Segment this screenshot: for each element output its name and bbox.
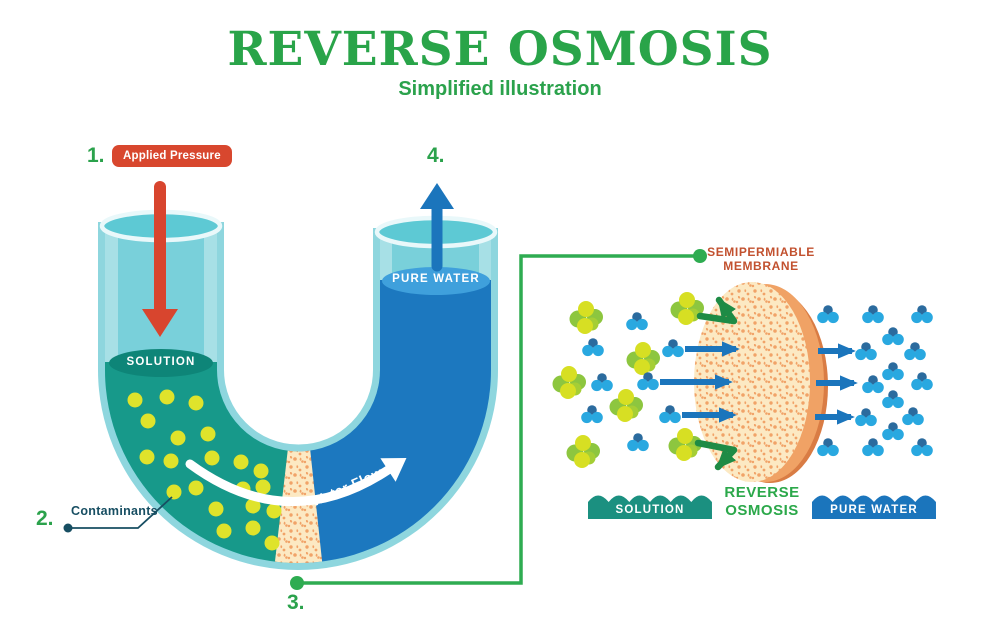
solute-molecule (569, 301, 603, 334)
solute-bounce-arrows (694, 296, 738, 471)
water-molecule (855, 342, 877, 361)
pure-water-banner (812, 495, 936, 519)
water-molecule (882, 327, 904, 346)
water-molecule (911, 305, 933, 324)
water-molecule (862, 305, 884, 324)
reverse-osmosis-line1: REVERSE (724, 484, 800, 501)
solute-molecule (626, 342, 660, 375)
tube-wall-highlight (105, 224, 118, 364)
membrane-panel (552, 282, 936, 519)
water-molecule (855, 408, 877, 427)
solution-surface (109, 349, 213, 377)
step3-connector (290, 249, 707, 590)
tube-wall-highlight (380, 230, 392, 282)
semipermeable-membrane-label: SEMIPERMIABLE MEMBRANE (707, 245, 815, 273)
water-molecule (626, 312, 648, 331)
water-molecule (882, 390, 904, 409)
semipermeable-membrane-disc (694, 282, 828, 483)
water-molecule (902, 407, 924, 426)
water-molecule (582, 338, 604, 357)
applied-pressure-arrow (142, 181, 178, 337)
water-pass-arrows (660, 341, 858, 425)
water-molecule (911, 438, 933, 457)
water-molecule (911, 372, 933, 391)
contaminants-leader (63, 496, 173, 533)
step-4-label: 4. (427, 144, 445, 167)
water-molecule (662, 339, 684, 358)
pure-water-arrow (420, 183, 454, 272)
water-molecule (862, 375, 884, 394)
solute-molecule (566, 435, 600, 468)
step-3-label: 3. (287, 591, 305, 614)
membrane-wedge (274, 448, 323, 563)
contaminants-label: Contaminants (71, 504, 158, 518)
contaminant-dots (127, 389, 282, 551)
reverse-osmosis-label: REVERSE OSMOSIS (724, 484, 799, 520)
solute-molecule (609, 389, 643, 422)
water-molecule (817, 438, 839, 457)
solution-banner (588, 495, 712, 519)
page-title: REVERSE OSMOSIS (227, 22, 773, 77)
solute-molecule (552, 366, 586, 399)
membrane-label-line1: SEMIPERMIABLE (707, 245, 815, 259)
pure-water-liquid (298, 280, 491, 563)
water-molecule (591, 373, 613, 392)
page-subtitle: Simplified illustration (398, 78, 602, 100)
applied-pressure-badge: Applied Pressure (112, 145, 232, 167)
water-molecule (659, 405, 681, 424)
water-molecule (637, 372, 659, 391)
tube-wall-highlight (204, 224, 217, 364)
water-flow-arrow (185, 458, 407, 506)
water-molecule (627, 433, 649, 452)
pure-water-banner-label: PURE WATER (830, 504, 918, 516)
solution-banner-label: SOLUTION (615, 504, 685, 516)
pure-water-surface (382, 267, 490, 295)
water-molecule (882, 422, 904, 441)
membrane-label-line2: MEMBRANE (723, 259, 799, 273)
water-molecule (904, 342, 926, 361)
u-tube (63, 181, 707, 590)
water-molecule (862, 438, 884, 457)
water-molecule (581, 405, 603, 424)
step-1-label: 1. (87, 144, 105, 167)
water-molecule (817, 305, 839, 324)
pure-water-surface-label: PURE WATER (392, 273, 480, 285)
solute-molecule (670, 292, 704, 325)
solution-surface-label: SOLUTION (126, 356, 196, 368)
reverse-osmosis-line2: OSMOSIS (725, 502, 799, 519)
step-2-label: 2. (36, 507, 54, 530)
water-molecule (882, 362, 904, 381)
